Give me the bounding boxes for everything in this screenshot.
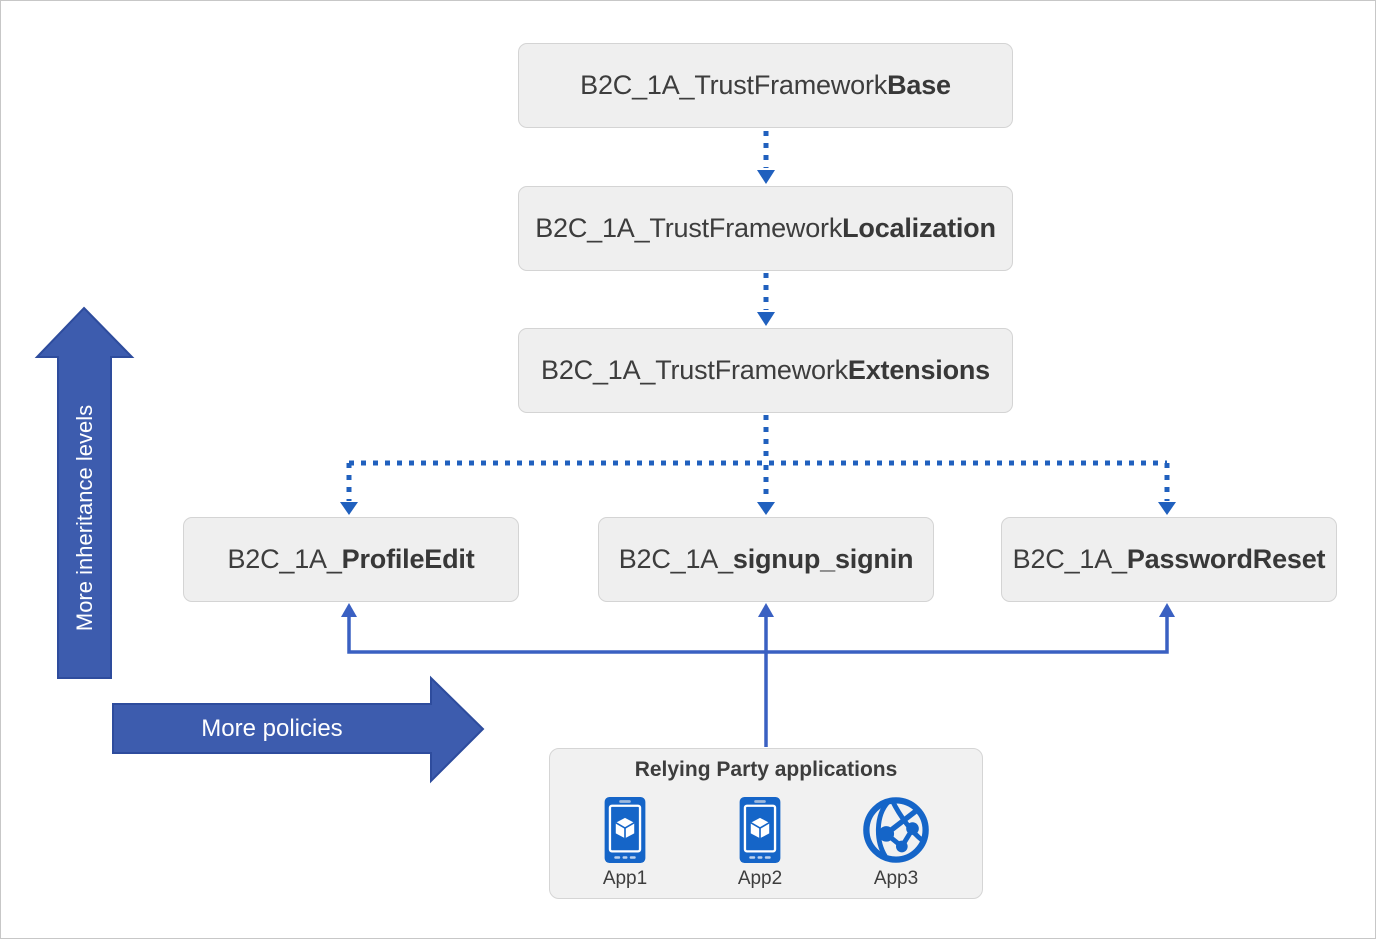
web-app-globe-icon [841,795,951,865]
policy-name-suffix: PasswordReset [1126,544,1326,574]
arrowhead-up-icon [341,603,357,617]
arrowhead-up-icon [758,603,774,617]
more-policies-label: More policies [201,715,343,742]
policy-name-suffix: Extensions [847,355,990,385]
arrowhead-down-icon [1158,502,1176,515]
relying-party-connector-lines [347,615,1169,747]
app-label: App1 [602,868,648,889]
policy-name-suffix: signup_signin [732,544,914,574]
policy-name-prefix: B2C_1A_ [227,544,342,574]
inheritance-branch-extensions-to-policies [346,415,1170,501]
policy-name-prefix: B2C_1A_ [618,544,733,574]
app-label: App2 [737,868,783,889]
mobile-app-icon [570,795,680,865]
policy-box-profile-edit: B2C_1A_ProfileEdit [183,517,519,602]
policy-name-suffix: Localization [842,213,996,243]
policy-name-suffix: ProfileEdit [341,544,475,574]
relying-party-app-1: App1 [570,795,680,890]
arrowhead-up-icon [1159,603,1175,617]
arrowhead-down-icon [757,502,775,515]
relying-party-applications-box: Relying Party applications [549,748,983,899]
relying-party-app-3: App3 [841,795,951,890]
mobile-app-icon [705,795,815,865]
policy-name-prefix: B2C_1A_ [1012,544,1127,574]
relying-party-title: Relying Party applications [634,758,898,781]
more-inheritance-levels-label: More inheritance levels [72,404,97,632]
relying-party-app-2: App2 [705,795,815,890]
policy-name-prefix: B2C_1A_TrustFramework [535,213,843,243]
arrowhead-down-icon [757,170,775,184]
arrowhead-down-icon [757,312,775,326]
app-label: App3 [873,868,919,889]
policy-name-suffix: Base [887,70,951,100]
policy-box-signup-signin: B2C_1A_signup_signin [598,517,934,602]
policy-name-prefix: B2C_1A_TrustFramework [541,355,848,385]
arrowhead-down-icon [340,502,358,515]
policy-name-prefix: B2C_1A_TrustFramework [580,70,888,100]
policy-box-password-reset: B2C_1A_PasswordReset [1001,517,1337,602]
